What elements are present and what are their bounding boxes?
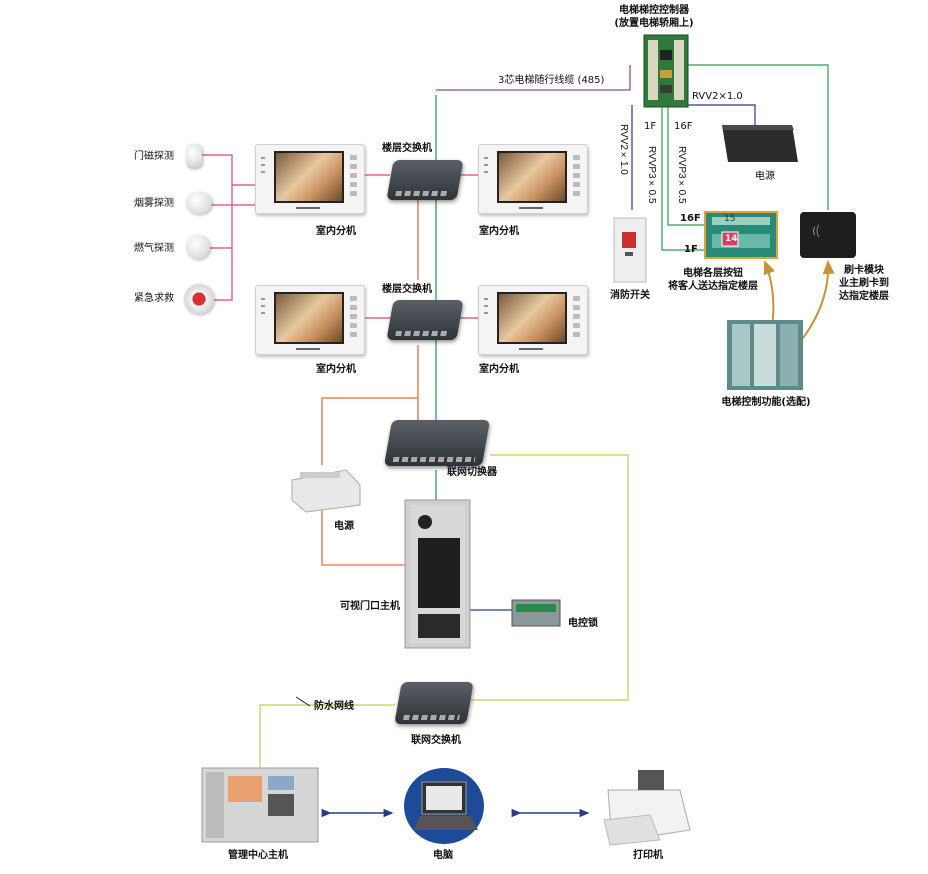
computer-label: 电脑 bbox=[433, 850, 453, 861]
buttons-label-1: 电梯各层按钮 bbox=[683, 268, 743, 279]
card-reader-device bbox=[800, 212, 856, 258]
power-cable-label: RVV2×1.0 bbox=[692, 91, 743, 102]
panel-floor-small: 15 bbox=[724, 214, 736, 224]
card-label-1: 刷卡模块 bbox=[844, 265, 884, 276]
monitor-4-label: 室内分机 bbox=[479, 364, 519, 375]
sensor-emergency-label: 紧急求救 bbox=[134, 293, 174, 304]
floor-switch-1 bbox=[386, 160, 464, 200]
network-switch-device bbox=[394, 682, 474, 724]
rvvp-label-b: RVVP3×0.5 bbox=[676, 146, 687, 204]
computer-device bbox=[404, 768, 484, 844]
monitor-1-label: 室内分机 bbox=[316, 226, 356, 237]
sensor-smoke-label: 烟雾探测 bbox=[134, 198, 174, 209]
power-top-label: 电源 bbox=[755, 171, 775, 182]
printer-device bbox=[603, 770, 691, 846]
power-line bbox=[688, 104, 756, 125]
network-switcher-device bbox=[383, 420, 491, 466]
door-sensor-icon bbox=[186, 144, 202, 168]
rvv-label-vertical: RVV2×1.0 bbox=[618, 124, 629, 175]
fire-switch-label: 消防开关 bbox=[610, 290, 650, 301]
door-station-label: 可视门口主机 bbox=[340, 601, 400, 612]
elevator-cable-line bbox=[436, 65, 631, 91]
management-host-device bbox=[201, 767, 319, 843]
card-reader-line bbox=[680, 64, 829, 210]
lock-label: 电控锁 bbox=[568, 618, 598, 629]
monitor-links bbox=[362, 174, 480, 319]
controller-down-lines bbox=[631, 105, 705, 251]
door-station-device bbox=[404, 499, 471, 649]
power-mid-label: 电源 bbox=[334, 521, 354, 532]
floor-1f-panel: 1F bbox=[684, 244, 698, 255]
controller-title-2: (放置电梯轿厢上) bbox=[614, 18, 694, 29]
lime-wiring bbox=[259, 454, 629, 770]
floor-16f-top: 16F bbox=[674, 121, 693, 132]
sensor-gas-label: 燃气探测 bbox=[134, 243, 174, 254]
orange-wiring bbox=[321, 200, 419, 566]
floor-switch-2-label: 楼层交换机 bbox=[382, 284, 432, 295]
elevator-controller-board bbox=[643, 34, 689, 108]
controller-title-1: 电梯梯控控制器 bbox=[619, 5, 689, 16]
elevator-option-label: 电梯控制功能(选配) bbox=[721, 397, 811, 408]
mid-power-device bbox=[291, 469, 361, 513]
floor-1f-top: 1F bbox=[644, 121, 657, 132]
top-power-device bbox=[722, 125, 798, 162]
electric-lock-device bbox=[511, 599, 561, 627]
floor-switch-1-label: 楼层交换机 bbox=[382, 143, 432, 154]
smoke-detector-icon bbox=[186, 192, 212, 214]
sensor-door-label: 门磁探测 bbox=[134, 151, 174, 162]
elevator-cable-label: 3芯电梯随行线缆 (485) bbox=[498, 75, 605, 86]
floor-16f-panel: 16F bbox=[680, 213, 701, 224]
monitor-2-label: 室内分机 bbox=[479, 226, 519, 237]
elevator-photo bbox=[727, 320, 803, 390]
gas-detector-icon bbox=[186, 235, 210, 259]
sensor-wiring bbox=[200, 154, 255, 301]
waterproof-pointer bbox=[295, 696, 311, 707]
floor-switch-2 bbox=[386, 300, 464, 340]
network-switch-label: 联网交换机 bbox=[411, 735, 461, 746]
emergency-button-icon bbox=[184, 284, 214, 314]
rvvp-label-a: RVVP3×0.5 bbox=[646, 146, 657, 204]
management-label: 管理中心主机 bbox=[228, 850, 288, 861]
floor-button-panel bbox=[704, 211, 778, 259]
indoor-monitor-4 bbox=[478, 285, 588, 355]
panel-floor-number: 14 bbox=[725, 234, 738, 244]
indoor-monitor-2 bbox=[478, 144, 588, 214]
card-label-2: 业主刷卡到 bbox=[839, 278, 889, 289]
buttons-label-2: 将客人送达指定楼层 bbox=[668, 281, 758, 292]
network-switcher-label: 联网切换器 bbox=[447, 467, 497, 478]
indoor-monitor-1 bbox=[255, 144, 365, 214]
printer-label: 打印机 bbox=[633, 850, 663, 861]
fire-switch-device bbox=[613, 217, 647, 283]
card-label-3: 达指定楼层 bbox=[839, 291, 889, 302]
indoor-monitor-3 bbox=[255, 285, 365, 355]
monitor-3-label: 室内分机 bbox=[316, 364, 356, 375]
waterproof-label: 防水网线 bbox=[314, 701, 354, 712]
